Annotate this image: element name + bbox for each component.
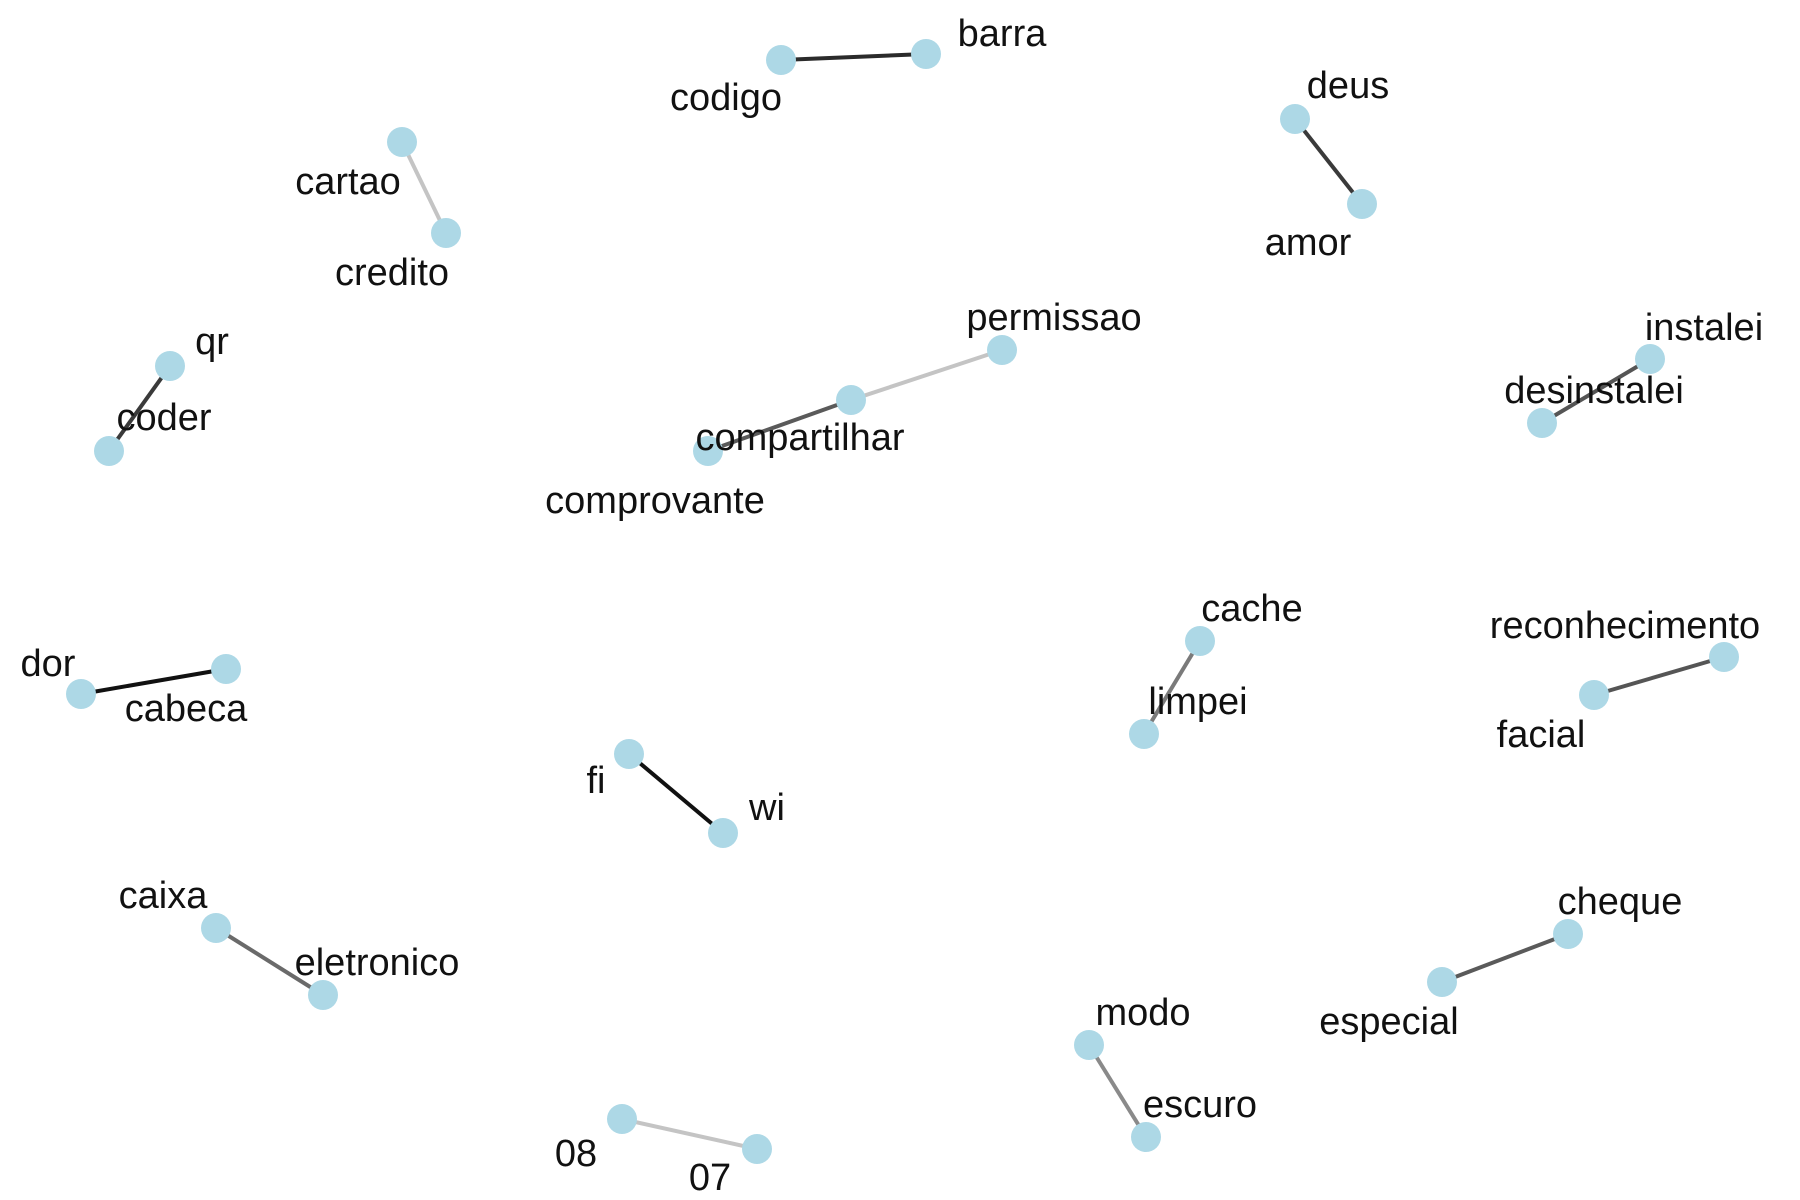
node-cartao [387,127,417,157]
node-qr [155,351,185,381]
node-label-caixa: caixa [119,875,209,917]
node-label-dor: dor [21,643,76,685]
node-fi [614,739,644,769]
node-label-barra: barra [958,13,1048,55]
node-instalei [1635,344,1665,374]
edge-caixa-eletronico [214,926,325,997]
node-permissao [987,335,1017,365]
node-label-credito: credito [335,252,449,294]
node-comprovante [693,436,723,466]
node-amor [1347,189,1377,219]
node-label-instalei: instalei [1645,307,1763,349]
node-label-codigo: codigo [670,77,782,119]
edge-cheque-especial [1441,932,1569,984]
node-label-especial: especial [1319,1001,1458,1043]
edge-deus-amor [1293,117,1364,206]
node-barra [911,39,941,69]
node-facial [1579,680,1609,710]
node-label-cabeca: cabeca [125,688,248,730]
node-credito [431,218,461,248]
node-cache [1185,626,1215,656]
node-wi [708,818,738,848]
node-dor [66,679,96,709]
edge-qr-coder [107,364,172,453]
edge-layer [80,52,1725,1151]
edge-fi-wi [627,752,725,835]
node-label-amor: amor [1265,222,1352,264]
node-deus [1280,104,1310,134]
edge-codigo-barra [780,52,927,62]
node-label-07: 07 [689,1157,731,1199]
node-escuro [1131,1122,1161,1152]
edge-reconhecimento-facial [1593,655,1725,697]
node-cheque [1553,919,1583,949]
node-label-escuro: escuro [1143,1084,1257,1126]
node-label-reconhecimento: reconhecimento [1490,605,1760,647]
node-label-permissao: permissao [966,297,1141,339]
node-label-wi: wi [748,787,785,829]
edge-dor-cabeca [80,667,227,696]
edge-modo-escuro [1087,1043,1148,1139]
node-especial [1427,967,1457,997]
node-label-compartilhar: compartilhar [695,417,904,459]
node-label-deus: deus [1307,65,1389,107]
node-limpei [1129,719,1159,749]
node-label-fi: fi [587,760,606,802]
node-codigo [766,45,796,75]
edge-08-07 [621,1117,758,1151]
node-label-cheque: cheque [1558,881,1683,923]
node-desinstalei [1527,408,1557,438]
node-label-cartao: cartao [295,161,401,203]
node-label-comprovante: comprovante [545,480,765,522]
node-label-cache: cache [1201,588,1302,630]
edge-instalei-desinstalei [1540,357,1652,425]
node-label-coder: coder [116,397,211,439]
label-layer: codigo barra deus amor cartao credito permissa… [21,13,1764,1199]
node-label-08: 08 [555,1133,597,1175]
node-label-eletronico: eletronico [295,942,460,984]
node-cabeca [211,654,241,684]
node-label-modo: modo [1095,992,1190,1034]
node-reconhecimento [1709,642,1739,672]
node-label-qr: qr [195,321,229,363]
edge-permissao-compartilhar [850,348,1003,402]
edge-cache-limpei [1142,639,1202,736]
node-07 [742,1134,772,1164]
node-08 [607,1104,637,1134]
edge-cartao-credito [400,141,448,234]
node-layer [66,39,1739,1164]
node-label-limpei: limpei [1148,681,1247,723]
node-label-desinstalei: desinstalei [1504,370,1684,412]
node-eletronico [308,980,338,1010]
node-modo [1074,1030,1104,1060]
node-label-facial: facial [1497,714,1586,756]
edge-compartilhar-comprovante [707,398,852,453]
node-caixa [201,913,231,943]
node-coder [94,436,124,466]
node-compartilhar [836,385,866,415]
